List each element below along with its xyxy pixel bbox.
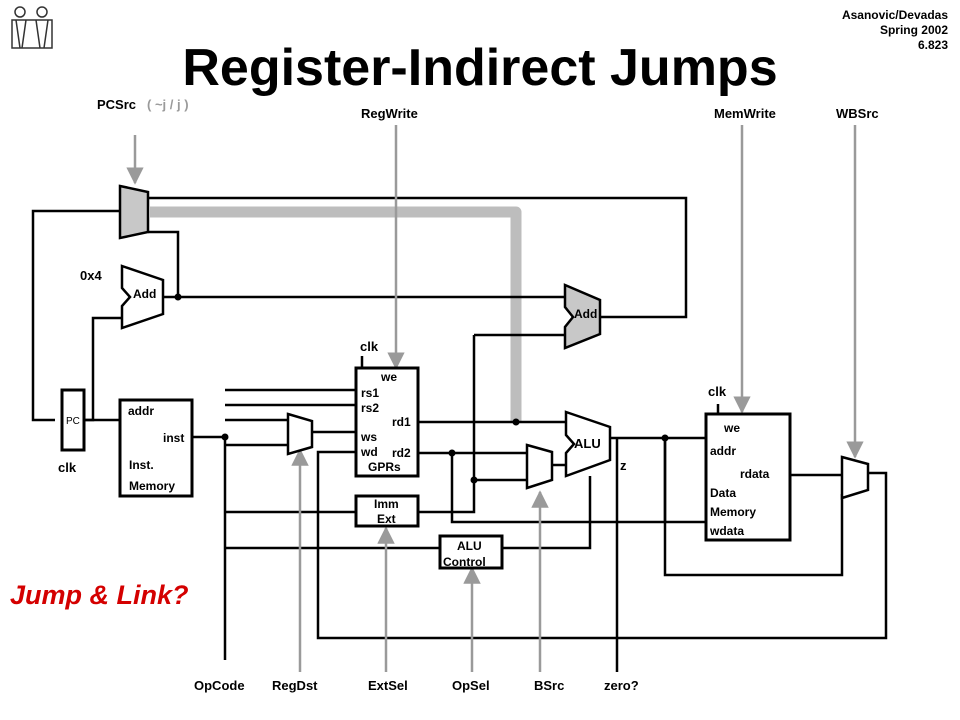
pc-mux	[118, 184, 150, 240]
pc-adder	[120, 264, 165, 330]
regdst-label: RegDst	[272, 678, 318, 693]
extsel-label: ExtSel	[368, 678, 408, 693]
credit-course: 6.823	[917, 38, 948, 52]
imm-ext	[354, 494, 420, 528]
add1-label: Add	[133, 287, 156, 301]
dm-clk-label: clk	[708, 384, 727, 399]
gpr-file	[354, 366, 420, 478]
gpr-ws-label: ws	[360, 430, 377, 444]
add2-label: Add	[574, 307, 597, 321]
gpr-clk-label: clk	[360, 339, 379, 354]
control-wires	[126, 125, 864, 672]
imm-label-2: Ext	[377, 512, 396, 526]
zero-label: zero?	[604, 678, 639, 693]
branch-adder	[563, 283, 602, 350]
regwrite-label: RegWrite	[361, 106, 418, 121]
logo-icon	[11, 6, 53, 49]
alu-z-label: z	[620, 458, 627, 473]
memwrite-label: MemWrite	[714, 106, 776, 121]
alu	[564, 410, 612, 478]
junction-dots	[174, 293, 669, 484]
dm-we-label: we	[723, 421, 740, 435]
alu-control-label-1: ALU	[457, 539, 482, 553]
alu-control	[438, 534, 504, 570]
imm-label-1: Imm	[374, 497, 399, 511]
pcsrc-label: PCSrc	[97, 97, 136, 112]
wbsrc-label: WBSrc	[836, 106, 879, 121]
gpr-name: GPRs	[368, 460, 401, 474]
gpr-rd1-label: rd1	[392, 415, 411, 429]
slide-credits: Asanovic/Devadas Spring 2002 6.823	[842, 8, 948, 53]
gpr-rd2-label: rd2	[392, 446, 411, 460]
add-const-label: 0x4	[80, 268, 102, 283]
regdst-mux	[286, 412, 314, 456]
pcsrc-options: ( ~j / j )	[147, 97, 189, 112]
dm-addr-label: addr	[710, 444, 736, 458]
opcode-label: OpCode	[194, 678, 245, 693]
wbsrc-mux	[840, 455, 870, 500]
inst-mem-name2: Memory	[129, 479, 175, 493]
bsrc-mux	[525, 443, 554, 490]
dm-wdata-label: wdata	[709, 524, 744, 538]
dm-name-1: Data	[710, 486, 736, 500]
inst-mem-name: Inst.	[129, 458, 154, 472]
pc-label: PC	[66, 416, 80, 427]
gpr-wd-label: wd	[360, 445, 378, 459]
jump-and-link-question: Jump & Link?	[10, 580, 189, 610]
credit-authors: Asanovic/Devadas	[841, 8, 948, 22]
gpr-we-label: we	[380, 370, 397, 384]
alu-label: ALU	[574, 436, 601, 451]
data-memory	[704, 412, 792, 542]
credit-term: Spring 2002	[879, 23, 948, 37]
dm-rdata-label: rdata	[740, 467, 770, 481]
pc-clk-label: clk	[58, 460, 77, 475]
inst-out-label: inst	[163, 431, 184, 445]
opsel-label: OpSel	[452, 678, 490, 693]
bsrc-label: BSrc	[534, 678, 564, 693]
gpr-rs1-label: rs1	[361, 386, 379, 400]
page-title: Register-Indirect Jumps	[182, 39, 778, 97]
alu-control-label-2: Control	[443, 555, 486, 569]
inst-addr-label: addr	[128, 404, 154, 418]
dm-name-2: Memory	[710, 505, 756, 519]
gpr-rs2-label: rs2	[361, 401, 379, 415]
datapath-wires	[31, 196, 888, 672]
jump-path-highlight	[150, 206, 522, 422]
instruction-memory	[118, 398, 194, 498]
pc-register	[60, 388, 86, 452]
